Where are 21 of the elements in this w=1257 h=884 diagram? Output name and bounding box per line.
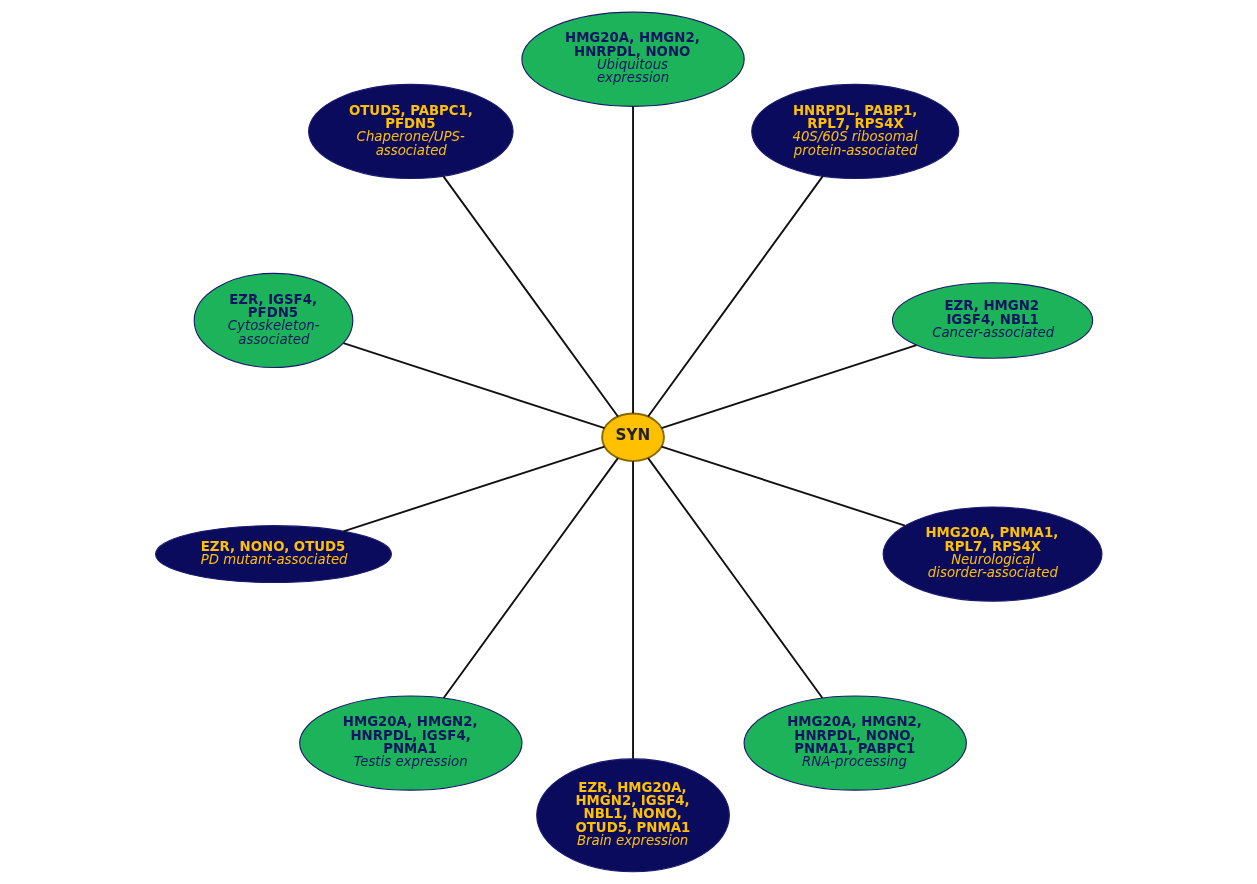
node-ellipse: OTUD5, PABPC1, PFDN5 Chaperone/UPS-associated [307,83,514,180]
node-ellipse: HMG20A, HMGN2, HNRPDL, IGSF4, PNMA1 Testis expression [298,695,523,791]
node-ellipse: HNRPDL, PABP1, RPL7, RPS4X 40S/60S ribosomal protein-associated [750,83,959,180]
node-ellipse: EZR, HMG20A, HMGN2, IGSF4, NBL1, NONO, OTUD5, PNMA1 Brain expression [535,758,730,873]
connector [646,175,824,418]
connector [631,460,634,760]
node-ellipse: HMG20A, HMGN2, HNRPDL, NONO, PNMA1, PABPC1 RNA-processing [743,695,967,791]
node-ellipse: SYN [600,412,665,463]
connector [631,105,634,415]
connector [660,344,917,429]
connector [646,457,823,699]
node-ellipse: HMG20A, HMGN2, HNRPDL, NONO Ubiquitous expression [520,11,745,107]
connector [442,457,619,699]
connector [660,445,906,527]
connector [342,445,605,533]
node-ellipse: EZR, NONO, OTUD5 PD mutant-associated [154,525,392,584]
connector [342,342,605,429]
connector [442,175,619,418]
node-ellipse: HMG20A, PNMA1, RPL7, RPS4X Neurological disorder-associated [882,506,1103,602]
node-ellipse: EZR, IGSF4, PFDN5 Cytoskeleton-associated [193,272,353,369]
node-ellipse: EZR, HMGN2 IGSF4, NBL1 Cancer-associated [891,282,1093,359]
